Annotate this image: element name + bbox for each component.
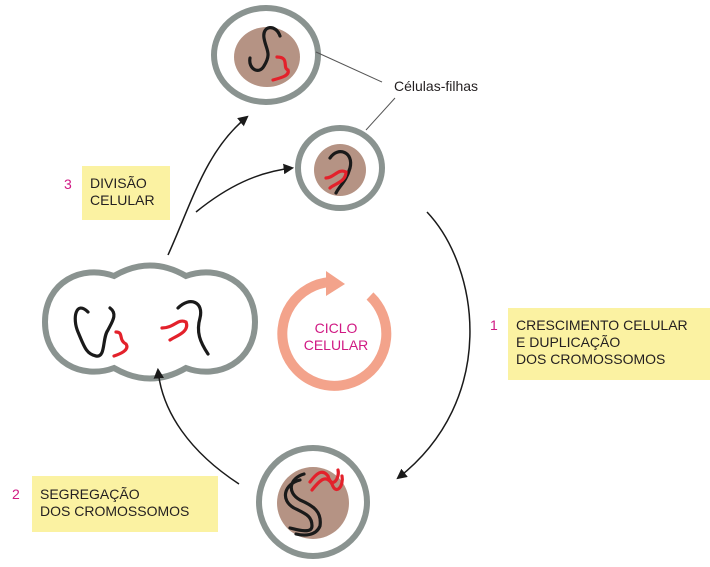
step-3-line2: CELULAR <box>90 192 155 209</box>
step-1-line1: CRESCIMENTO CELULAR <box>516 317 688 334</box>
cycle-center-line2: CELULAR <box>300 337 372 354</box>
daughter-cell-right <box>298 128 382 208</box>
step-3-line1: DIVISÃO <box>90 175 147 192</box>
arrow-division-right <box>196 168 292 212</box>
step-3-number: 3 <box>64 176 72 192</box>
step-3-box: DIVISÃO CELULAR <box>82 166 170 220</box>
leader-line-top <box>316 52 382 82</box>
step-1-line2: E DUPLICAÇÃO <box>516 334 620 351</box>
step-2-number: 2 <box>12 486 20 502</box>
cycle-center-line1: CICLO <box>300 320 372 337</box>
dividing-cell <box>45 266 255 379</box>
arrow-growth <box>398 212 470 478</box>
daughter-cell-top <box>214 8 318 102</box>
step-1-box: CRESCIMENTO CELULAR E DUPLICAÇÃO DOS CRO… <box>508 308 710 380</box>
step-2-line2: DOS CROMOSSOMOS <box>40 503 189 520</box>
step-1-line3: DOS CROMOSSOMOS <box>516 351 665 368</box>
step-2-box: SEGREGAÇÃO DOS CROMOSSOMOS <box>32 476 218 532</box>
step-1-number: 1 <box>490 317 498 333</box>
arrow-segregation <box>158 370 239 484</box>
cycle-center-label: CICLO CELULAR <box>300 320 372 354</box>
bottom-cell <box>259 448 367 556</box>
step-2-line1: SEGREGAÇÃO <box>40 486 140 503</box>
leader-line-right <box>366 98 395 130</box>
daughter-cells-label: Células-filhas <box>394 78 478 95</box>
